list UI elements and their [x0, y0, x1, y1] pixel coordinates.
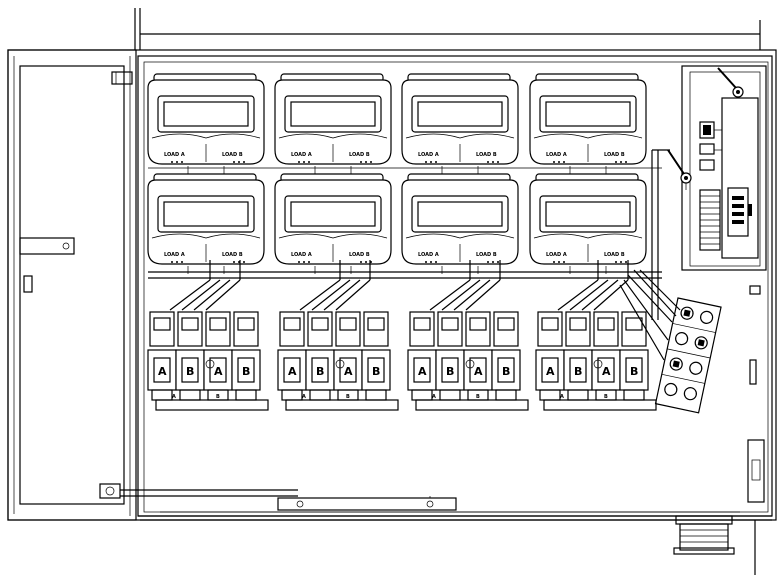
breaker-base-mark: B: [476, 394, 480, 400]
breaker[interactable]: A: [147, 311, 177, 401]
breaker[interactable]: A: [407, 311, 437, 401]
meter-right-tag: LOAD B: [476, 152, 497, 158]
meter-left-tag: LOAD A: [546, 152, 567, 158]
breaker[interactable]: A: [277, 311, 307, 401]
breaker-label: A: [602, 365, 611, 378]
breaker[interactable]: A: [463, 311, 493, 401]
breaker-label: B: [372, 365, 380, 378]
right-side-latch[interactable]: [747, 285, 765, 503]
breaker-base-mark: B: [216, 394, 220, 400]
breaker-label: B: [186, 365, 194, 378]
meter-left-tag: LOAD A: [546, 252, 567, 258]
meter-left-tag: LOAD A: [291, 252, 312, 258]
breaker-base-mark: B: [346, 394, 350, 400]
breaker[interactable]: A: [535, 311, 565, 401]
meter-left-tag: LOAD A: [418, 152, 439, 158]
meter-3: LOAD A LOAD B: [401, 73, 519, 174]
meter-4: LOAD A LOAD B: [529, 73, 647, 174]
breaker-group-4: A B A B A B: [535, 260, 657, 411]
bottom-mounting-rail: [160, 496, 740, 513]
breaker-group-2: A B A B A B: [277, 260, 399, 411]
breaker-label: B: [242, 365, 250, 378]
meter-right-tag: LOAD B: [222, 252, 243, 258]
breaker[interactable]: B: [563, 311, 593, 401]
breaker-label: A: [474, 365, 483, 378]
breakers-layer: A B A B A B A B A B A B A B A B A B A B A B A B: [147, 260, 657, 411]
meter-left-tag: LOAD A: [418, 252, 439, 258]
breaker[interactable]: B: [361, 311, 391, 401]
breaker-label: A: [288, 365, 297, 378]
door-hinge-top: [111, 71, 133, 85]
enclosure-door[interactable]: [7, 49, 137, 521]
meter-right-tag: LOAD B: [604, 152, 625, 158]
meter-6: LOAD A LOAD B: [274, 173, 392, 274]
breaker[interactable]: B: [435, 311, 465, 401]
breaker-label: A: [546, 365, 555, 378]
meter-right-tag: LOAD B: [476, 252, 497, 258]
breaker-base-mark: A: [172, 394, 176, 400]
control-module: [681, 65, 767, 271]
breaker-group-3: A B A B A B: [407, 260, 529, 411]
breaker-base-mark: B: [604, 394, 608, 400]
breaker-label: A: [214, 365, 223, 378]
breaker-label: B: [316, 365, 324, 378]
cable-gland: [673, 515, 735, 555]
breaker[interactable]: A: [203, 311, 233, 401]
terminal-block-strip: [699, 189, 721, 251]
breaker-label: B: [630, 365, 638, 378]
meter-right-tag: LOAD B: [349, 252, 370, 258]
meter-right-tag: LOAD B: [349, 152, 370, 158]
breaker-label: B: [502, 365, 510, 378]
breaker-label: A: [418, 365, 427, 378]
breaker[interactable]: B: [491, 311, 521, 401]
breaker[interactable]: B: [175, 311, 205, 401]
meter-7: LOAD A LOAD B: [401, 173, 519, 274]
breaker-base-mark: A: [432, 394, 436, 400]
meter-left-tag: LOAD A: [164, 252, 185, 258]
breaker-group-1: A B A B A B: [147, 260, 269, 411]
breaker-label: B: [446, 365, 454, 378]
meter-left-tag: LOAD A: [164, 152, 185, 158]
meter-right-tag: LOAD B: [222, 152, 243, 158]
breaker[interactable]: B: [305, 311, 335, 401]
breaker[interactable]: A: [333, 311, 363, 401]
breaker[interactable]: B: [619, 311, 649, 401]
control-module-fuse: [667, 149, 692, 190]
breaker-label: B: [574, 365, 582, 378]
door-handle[interactable]: [19, 237, 75, 293]
breaker-base-mark: A: [560, 394, 564, 400]
meter-5: LOAD A LOAD B: [147, 173, 265, 274]
door-hinge-bottom: [99, 483, 298, 499]
meter-8: LOAD A LOAD B: [529, 173, 647, 274]
control-module-antenna: [717, 67, 744, 98]
breaker-base-mark: A: [302, 394, 306, 400]
breaker[interactable]: B: [231, 311, 261, 401]
breaker-label: A: [158, 365, 167, 378]
breaker-label: A: [344, 365, 353, 378]
meter-right-tag: LOAD B: [604, 252, 625, 258]
meter-left-tag: LOAD A: [291, 152, 312, 158]
meter-1: LOAD A LOAD B: [147, 73, 265, 174]
meter-2: LOAD A LOAD B: [274, 73, 392, 174]
breaker[interactable]: A: [591, 311, 621, 401]
output-terminal-block: [654, 297, 722, 414]
